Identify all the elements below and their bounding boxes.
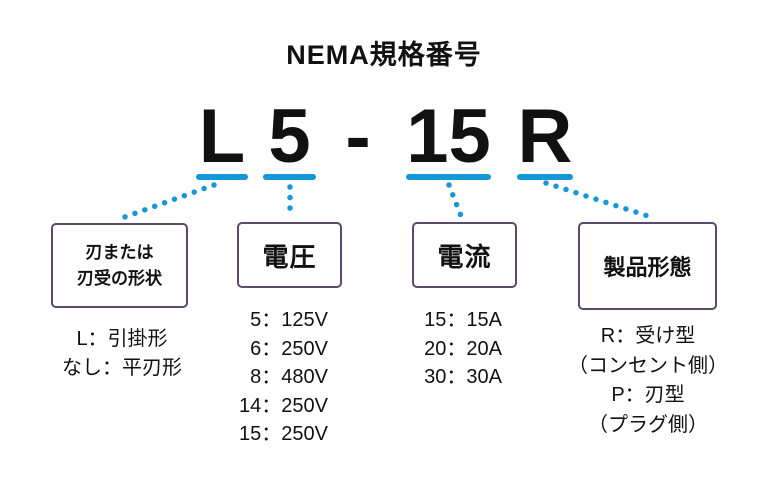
category-box-form: 製品形態 (578, 222, 717, 310)
code-underline-form (517, 174, 573, 180)
code-underline-current (406, 174, 491, 180)
legend-item: （コンセント側） (568, 354, 728, 377)
code-char-current: 15 (406, 94, 491, 179)
legend-item: 30：30A (424, 366, 502, 388)
legend-item: 5：125V (250, 309, 328, 331)
code-underline-voltage (263, 174, 316, 180)
legend-item: （プラグ側） (588, 413, 708, 436)
legend-item: 20：20A (424, 337, 502, 360)
code-char-voltage: 5 (268, 94, 311, 179)
code-part-current: 15 (406, 94, 491, 180)
legend-shape: L：引掛形 なし：平刃形 (32, 325, 212, 383)
legend-form: R：受け型 （コンセント側） P：刃型 （プラグ側） (557, 322, 739, 440)
page-title: NEMA規格番号 (286, 40, 482, 70)
category-box-shape: 刃または 刃受の形状 (51, 223, 188, 308)
legend-item: R：受け型 (600, 325, 696, 347)
code-underline-shape (196, 174, 248, 180)
category-label-form: 製品形態 (603, 255, 692, 280)
legend-voltage: 5：125V 6：250V 8：480V 14：250V 15：250V (210, 306, 328, 449)
code-separator: - (345, 94, 371, 179)
legend-item: なし：平刃形 (62, 357, 182, 379)
code-char-form: R (517, 94, 573, 179)
category-label-line: 刃または (85, 242, 154, 262)
code-part-form: R (517, 94, 573, 180)
category-label-current: 電流 (437, 241, 492, 272)
connector-dotted-line-form (543, 180, 654, 220)
connector-dotted-line-current (446, 182, 464, 219)
category-label-voltage: 電圧 (262, 241, 317, 272)
legend-current: 15：15A 20：20A 30：30A (393, 306, 533, 392)
category-label-line: 刃受の形状 (77, 268, 162, 288)
category-box-voltage: 電圧 (237, 222, 342, 288)
code-part-shape: L (196, 94, 248, 180)
category-label-shape: 刃または 刃受の形状 (77, 240, 162, 292)
legend-item: L：引掛形 (76, 328, 168, 350)
legend-item: 14：250V (239, 394, 328, 417)
code-part-voltage: 5 (263, 94, 316, 180)
legend-item: 8：480V (250, 366, 328, 388)
legend-item: P：刃型 (611, 384, 685, 406)
legend-item: 15：250V (239, 423, 328, 445)
code-char-shape: L (198, 94, 246, 179)
category-box-current: 電流 (412, 222, 517, 288)
legend-item: 15：15A (424, 309, 502, 331)
legend-item: 6：250V (250, 337, 328, 360)
connector-dotted-line-shape (119, 182, 217, 221)
